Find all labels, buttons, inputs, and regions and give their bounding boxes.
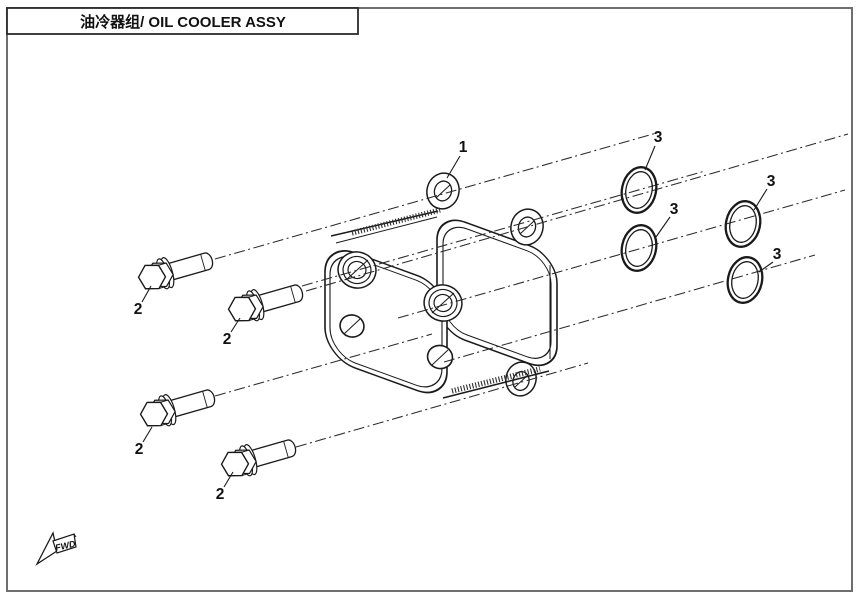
rear-flange [426, 172, 558, 397]
bolt [220, 439, 297, 477]
callout-2: 2 [134, 301, 143, 318]
callout-3: 3 [654, 129, 663, 146]
callout-3: 3 [670, 201, 679, 218]
bolt [137, 252, 214, 290]
page-title: 油冷器组/ OIL COOLER ASSY [80, 13, 286, 31]
title-block: 油冷器组/ OIL COOLER ASSY [6, 7, 359, 35]
callout-2: 2 [135, 441, 144, 458]
front-plate [324, 250, 463, 394]
cooler-core [330, 207, 550, 399]
callout-2: 2 [216, 486, 225, 503]
page-border [6, 7, 853, 592]
core-fins-top [351, 207, 441, 236]
core-fins-bottom [451, 366, 541, 394]
center-lines [214, 131, 849, 448]
o-ring [620, 166, 658, 214]
callout-3: 3 [767, 173, 776, 190]
fwd-label: FWD [54, 538, 77, 552]
o-ring [620, 224, 658, 272]
callout-1: 1 [459, 139, 468, 156]
fwd-arrow-icon: FWD [35, 531, 77, 566]
callouts: 1 2 2 2 2 3 3 3 3 [134, 129, 782, 503]
o-ring [724, 200, 762, 248]
bolt [139, 389, 216, 427]
title-box [6, 7, 359, 35]
o-ring [726, 256, 764, 304]
callout-2: 2 [223, 331, 232, 348]
oil-hole-bottom-right [426, 344, 454, 370]
oil-cooler-assembly [324, 172, 558, 399]
mounting-ear-top-left [426, 172, 460, 210]
bolt [227, 284, 304, 322]
callout-3: 3 [773, 246, 782, 263]
o-rings [620, 166, 764, 304]
bolts [137, 252, 304, 477]
oil-hole-bottom-left [339, 314, 365, 338]
oil-port-center [423, 284, 463, 322]
mounting-ear-bottom [505, 361, 537, 397]
